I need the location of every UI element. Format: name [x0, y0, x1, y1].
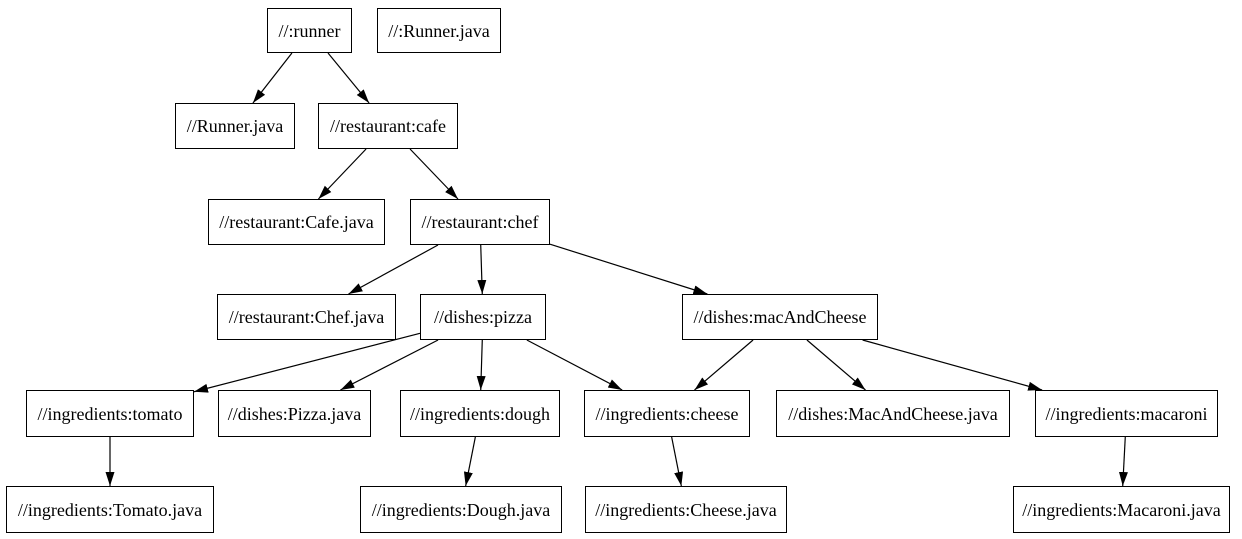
graph-node-label-runner: //:runner: [278, 20, 341, 41]
graph-node-label-cafe-java: //restaurant:Cafe.java: [219, 212, 374, 232]
edge-cafe-to-chef: [409, 148, 459, 200]
edge-pizza-to-pizza-java: [340, 339, 439, 391]
graph-node-chef: //restaurant:chef: [410, 199, 550, 245]
edge-cafe-to-cafe-java: [317, 148, 367, 200]
graph-node-dough: //ingredients:dough: [400, 390, 560, 437]
graph-node-cafe-java: //restaurant:Cafe.java: [208, 199, 385, 245]
graph-node-mac-and-cheese: //dishes:macAndCheese: [682, 294, 878, 340]
edge-chef-to-chef-java: [348, 244, 439, 295]
graph-node-label-chef-java: //restaurant:Chef.java: [228, 307, 385, 327]
graph-node-cheese-java: //ingredients:Cheese.java: [585, 486, 787, 533]
graph-node-label-mac-and-cheese-java: //dishes:MacAndCheese.java: [788, 403, 998, 424]
edge-runner-to-runner-java: [252, 52, 293, 104]
graph-node-tomato: //ingredients:tomato: [26, 390, 194, 437]
edge-pizza-to-tomato: [193, 332, 421, 393]
graph-node-pizza: //dishes:pizza: [420, 294, 546, 340]
graph-node-chef-java: //restaurant:Chef.java: [217, 294, 396, 340]
graph-node-label-tomato-java: //ingredients:Tomato.java: [17, 499, 203, 520]
edge-mac-and-cheese-to-cheese: [694, 339, 754, 391]
graph-node-label-mac-and-cheese: //dishes:macAndCheese: [693, 307, 867, 327]
graph-node-macaroni-java: //ingredients:Macaroni.java: [1013, 486, 1230, 533]
edge-cheese-to-cheese-java: [671, 436, 684, 487]
graph-node-cheese: //ingredients:cheese: [584, 390, 750, 437]
graph-node-root-runner-java: //:Runner.java: [377, 8, 501, 53]
edge-chef-to-pizza: [477, 244, 487, 295]
graph-node-runner: //:runner: [267, 8, 352, 53]
graph-node-label-cafe: //restaurant:cafe: [330, 116, 446, 136]
graph-node-label-cheese-java: //ingredients:Cheese.java: [595, 499, 777, 520]
graph-node-label-runner-java: //Runner.java: [186, 116, 284, 136]
edge-mac-and-cheese-to-mac-and-cheese-java: [806, 339, 866, 391]
edge-mac-and-cheese-to-macaroni: [862, 339, 1043, 391]
graph-node-runner-java: //Runner.java: [175, 103, 295, 149]
graph-node-dough-java: //ingredients:Dough.java: [360, 486, 562, 533]
graph-node-label-cheese: //ingredients:cheese: [595, 403, 739, 424]
graph-node-label-tomato: //ingredients:tomato: [37, 403, 183, 424]
edge-pizza-to-dough: [476, 339, 486, 391]
edge-dough-to-dough-java: [463, 436, 476, 487]
graph-node-mac-and-cheese-java: //dishes:MacAndCheese.java: [776, 390, 1010, 437]
graph-node-label-dough: //ingredients:dough: [410, 403, 550, 424]
edge-runner-to-cafe: [327, 52, 370, 104]
graph-node-label-pizza-java: //dishes:Pizza.java: [227, 403, 362, 424]
graph-node-tomato-java: //ingredients:Tomato.java: [6, 486, 214, 533]
graph-node-label-macaroni: //ingredients:macaroni: [1045, 403, 1208, 424]
edge-pizza-to-cheese: [526, 339, 623, 391]
graph-node-label-root-runner-java: //:Runner.java: [388, 20, 490, 41]
graph-node-macaroni: //ingredients:macaroni: [1035, 390, 1218, 437]
graph-node-label-macaroni-java: //ingredients:Macaroni.java: [1022, 499, 1221, 520]
edge-chef-to-mac-and-cheese: [549, 243, 708, 295]
edge-macaroni-to-macaroni-java: [1118, 436, 1128, 487]
graph-node-label-dough-java: //ingredients:Dough.java: [371, 499, 551, 520]
graph-node-pizza-java: //dishes:Pizza.java: [218, 390, 371, 437]
graph-node-label-pizza: //dishes:pizza: [434, 307, 532, 327]
graph-node-label-chef: //restaurant:chef: [421, 212, 539, 232]
graph-node-cafe: //restaurant:cafe: [318, 103, 458, 149]
